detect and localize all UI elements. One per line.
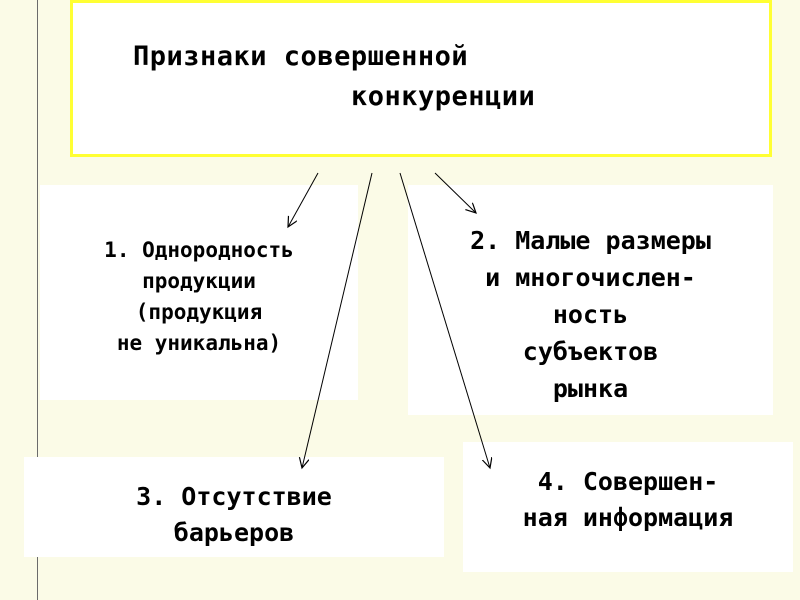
feature-box-many-small-participants: 2. Малые размеры и многочислен- ность су… [408, 185, 773, 415]
feature-text-many-small-participants: 2. Малые размеры и многочислен- ность су… [470, 226, 711, 403]
feature-text-perfect-information: 4. Совершен- ная информация [522, 467, 734, 532]
title-line-2: конкуренции [351, 81, 536, 112]
feature-box-perfect-information: 4. Совершен- ная информация [463, 442, 793, 572]
slide-left-rule [37, 0, 38, 600]
title-line-1: Признаки совершенной [133, 41, 469, 72]
title-box: Признаки совершенной конкуренции [70, 0, 772, 157]
feature-box-homogeneity: 1. Однородность продукции (продукция не … [40, 185, 358, 400]
feature-text-no-barriers: 3. Отсутствие барьеров [136, 482, 332, 547]
feature-box-no-barriers: 3. Отсутствие барьеров [24, 457, 444, 557]
feature-text-homogeneity: 1. Однородность продукции (продукция не … [104, 238, 294, 355]
